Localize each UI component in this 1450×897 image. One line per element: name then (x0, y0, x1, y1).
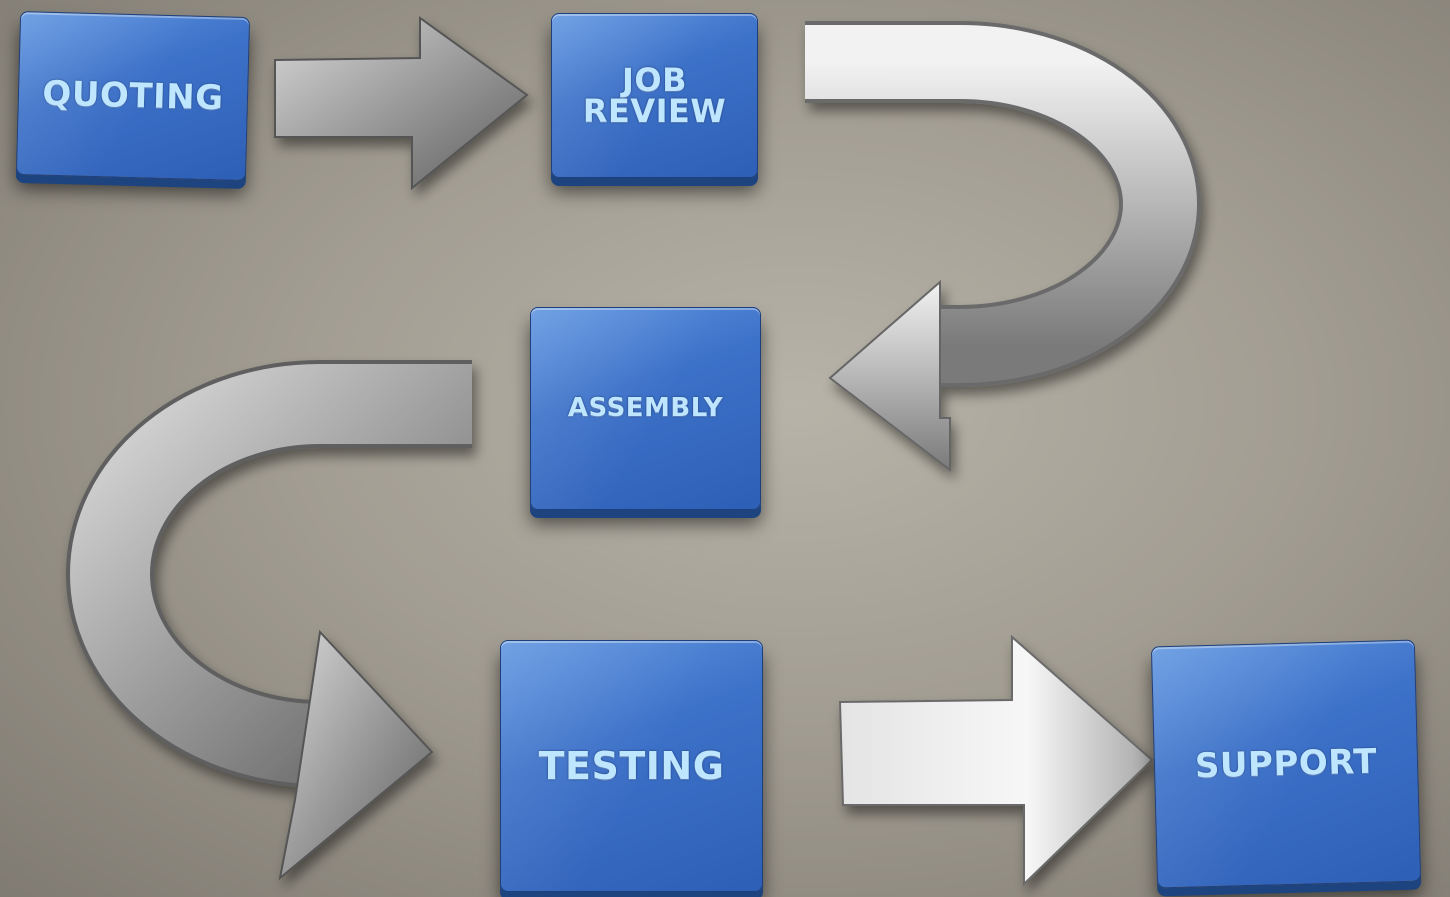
arrow-job-review-to-assembly (805, 21, 1201, 473)
step-support-label: SUPPORT (1194, 741, 1378, 787)
step-support: SUPPORT (1150, 639, 1422, 889)
arrow-assembly-to-testing (66, 360, 472, 881)
step-quoting-label: QUOTING (41, 73, 225, 119)
arrow-quoting-to-job-review (274, 16, 529, 191)
step-job-review: JOB REVIEW (551, 13, 758, 178)
step-assembly: ASSEMBLY (530, 307, 761, 510)
step-quoting: QUOTING (15, 11, 251, 181)
arrow-testing-to-support (838, 634, 1154, 887)
step-job-review-label: JOB REVIEW (582, 61, 727, 130)
step-assembly-label: ASSEMBLY (567, 393, 724, 424)
step-testing-label: TESTING (538, 743, 725, 788)
step-testing: TESTING (500, 640, 763, 892)
